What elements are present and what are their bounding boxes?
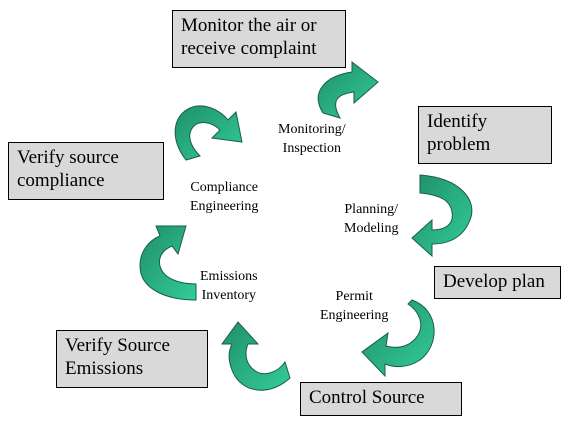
arrow-right-top bbox=[411, 174, 473, 258]
box-develop-line1: Develop plan bbox=[443, 271, 545, 292]
curved-arrow-icon bbox=[174, 105, 243, 161]
curved-arrow-icon bbox=[139, 225, 197, 301]
curved-arrow-icon bbox=[221, 321, 291, 391]
stage-monitoring-line1: Monitoring/ bbox=[278, 122, 346, 137]
box-verify-compliance: Verify source compliance bbox=[8, 142, 164, 200]
box-monitor: Monitor the air or receive complaint bbox=[172, 10, 346, 68]
stage-compliance-line1: Compliance bbox=[190, 180, 259, 195]
stage-emissions-line1: Emissions bbox=[200, 269, 258, 284]
box-identify-line1: Identify bbox=[427, 111, 488, 132]
stage-compliance-line2: Engineering bbox=[190, 199, 259, 214]
box-develop: Develop plan bbox=[434, 266, 561, 299]
box-monitor-line2: receive complaint bbox=[181, 38, 317, 59]
stage-compliance: Compliance Engineering bbox=[190, 178, 258, 216]
arrow-left-top bbox=[174, 105, 243, 161]
box-identify-line2: problem bbox=[427, 134, 491, 155]
arrow-left-bottom bbox=[139, 225, 197, 301]
stage-planning-line1: Planning/ bbox=[344, 202, 399, 217]
stage-emissions-line2: Inventory bbox=[201, 288, 256, 303]
curved-arrow-icon bbox=[411, 174, 473, 258]
box-verify-emissions-line1: Verify Source bbox=[65, 335, 170, 356]
arrow-top bbox=[317, 60, 379, 119]
stage-planning: Planning/ Modeling bbox=[344, 200, 398, 238]
stage-permit-line2: Engineering bbox=[320, 308, 389, 323]
stage-monitoring: Monitoring/ Inspection bbox=[278, 120, 346, 158]
box-verify-emissions: Verify Source Emissions bbox=[56, 330, 208, 388]
stage-emissions: Emissions Inventory bbox=[200, 267, 258, 305]
stage-planning-line2: Modeling bbox=[344, 221, 399, 236]
curved-arrow-icon bbox=[361, 299, 435, 378]
box-verify-emissions-line2: Emissions bbox=[65, 358, 144, 379]
box-identify: Identify problem bbox=[418, 106, 552, 164]
box-control: Control Source bbox=[300, 382, 462, 416]
box-monitor-line1: Monitor the air or bbox=[181, 15, 317, 36]
stage-monitoring-line2: Inspection bbox=[282, 141, 341, 156]
box-verify-compliance-line1: Verify source bbox=[17, 147, 119, 168]
stage-permit: Permit Engineering bbox=[320, 287, 388, 325]
arrow-bottom bbox=[221, 321, 291, 391]
box-control-line1: Control Source bbox=[309, 387, 425, 408]
arrow-right-bottom bbox=[361, 299, 435, 378]
stage-permit-line1: Permit bbox=[335, 289, 373, 304]
curved-arrow-icon bbox=[317, 60, 379, 119]
box-verify-compliance-line2: compliance bbox=[17, 170, 105, 191]
